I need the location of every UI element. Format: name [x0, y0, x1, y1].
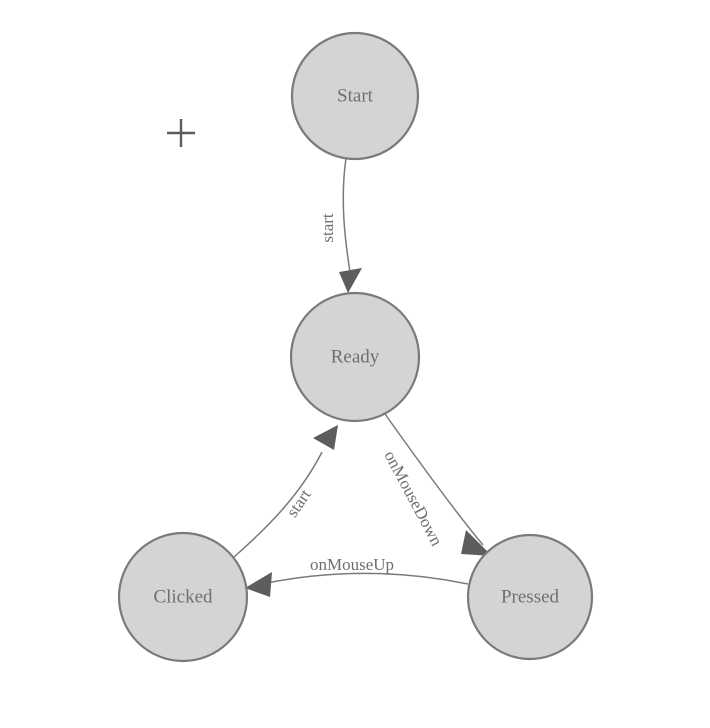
node-start[interactable]: Start — [290, 31, 420, 161]
arrowhead-start-to-ready — [339, 268, 362, 293]
node-clicked-label: Clicked — [153, 586, 213, 607]
node-clicked[interactable]: Clicked — [117, 531, 249, 663]
edge-label-start-to-ready: start — [318, 213, 337, 243]
node-ready-label: Ready — [331, 346, 380, 367]
edge-label-ready-to-pressed: onMouseDown — [380, 448, 446, 550]
edge-path-pressed-to-clicked — [261, 572, 469, 585]
node-pressed-circle[interactable] — [466, 533, 594, 661]
edge-clicked-to-ready[interactable]: start — [233, 425, 338, 558]
edge-ready-to-pressed[interactable]: onMouseDown — [380, 413, 492, 556]
node-ready[interactable]: Ready — [289, 291, 421, 423]
edge-label-clicked-to-ready: start — [283, 485, 315, 520]
node-clicked-circle[interactable] — [117, 531, 249, 663]
node-start-circle[interactable] — [290, 31, 420, 161]
arrowhead-pressed-to-clicked — [245, 572, 272, 597]
crosshair-icon — [167, 119, 195, 147]
edge-path-clicked-to-ready — [233, 451, 323, 558]
edge-start-to-ready[interactable]: start — [318, 157, 362, 293]
arrowhead-clicked-to-ready — [313, 425, 338, 450]
node-ready-circle[interactable] — [289, 291, 421, 423]
node-pressed[interactable]: Pressed — [466, 533, 594, 661]
edge-path-start-to-ready — [342, 157, 351, 273]
edge-label-pressed-to-clicked: onMouseUp — [310, 555, 394, 574]
edge-path-ready-to-pressed — [384, 413, 484, 546]
arrowhead-ready-to-pressed — [461, 530, 492, 556]
node-start-label: Start — [337, 85, 374, 106]
node-pressed-label: Pressed — [501, 586, 560, 607]
edge-pressed-to-clicked[interactable]: onMouseUp — [245, 555, 469, 597]
